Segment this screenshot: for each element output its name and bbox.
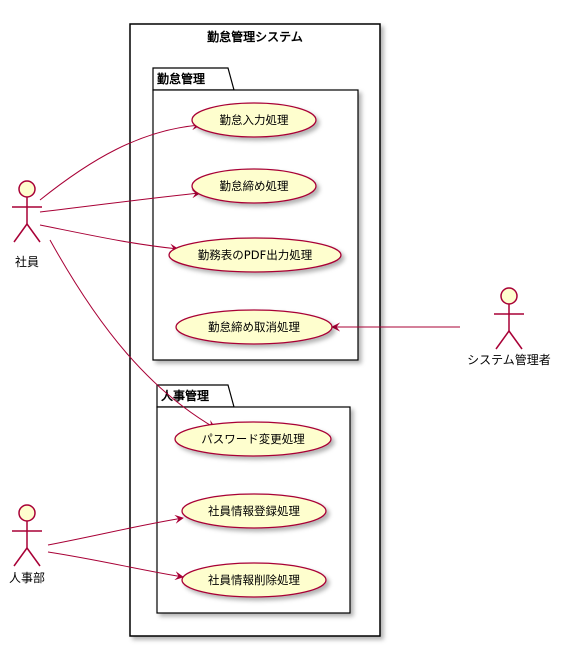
actor-sysadmin-label: システム管理者 (467, 352, 551, 367)
usecase-uc2: 勤怠締め処理 (191, 168, 317, 204)
assoc-hr-uc7 (47, 551, 184, 581)
usecase-uc2-label: 勤怠締め処理 (220, 179, 289, 193)
actor-hr-dept: 人事部 (9, 504, 45, 585)
actor-employee-label: 社員 (15, 254, 39, 269)
usecase-uc1: 勤怠入力処理 (191, 102, 317, 138)
assoc-employee-uc5 (49, 239, 216, 429)
usecase-uc6-label: 社員情報登録処理 (208, 504, 300, 518)
usecase-uc7-label: 社員情報削除処理 (208, 573, 300, 587)
assoc-employee-uc1 (39, 121, 201, 201)
system-title: 勤怠管理システム (207, 29, 303, 44)
assoc-hr-uc6 (47, 514, 184, 546)
actor-hr-dept-label: 人事部 (9, 570, 45, 585)
usecase-uc5-label: パスワード変更処理 (201, 432, 305, 446)
usecase-uc4-label: 勤怠締め取消処理 (208, 320, 300, 334)
usecase-uc3-label: 勤務表のPDF出力処理 (198, 248, 313, 262)
usecase-uc4: 勤怠締め取消処理 (175, 309, 333, 345)
package-hr-title: 人事管理 (161, 388, 209, 403)
stick-figure-icon (12, 180, 42, 243)
actor-sysadmin: システム管理者 (467, 287, 551, 367)
package-attendance-title: 勤怠管理 (157, 71, 205, 86)
actor-employee: 社員 (12, 180, 42, 269)
stick-figure-icon (12, 504, 42, 567)
usecase-uc5: パスワード変更処理 (174, 421, 332, 457)
stick-figure-icon (494, 287, 524, 350)
usecase-uc7: 社員情報削除処理 (181, 562, 327, 598)
assoc-employee-uc2 (39, 189, 201, 213)
assoc-employee-uc3 (39, 224, 179, 253)
usecase-uc1-label: 勤怠入力処理 (220, 113, 289, 127)
usecase-uc6: 社員情報登録処理 (181, 493, 327, 529)
associations (39, 121, 460, 581)
usecase-uc3: 勤務表のPDF出力処理 (168, 237, 342, 273)
